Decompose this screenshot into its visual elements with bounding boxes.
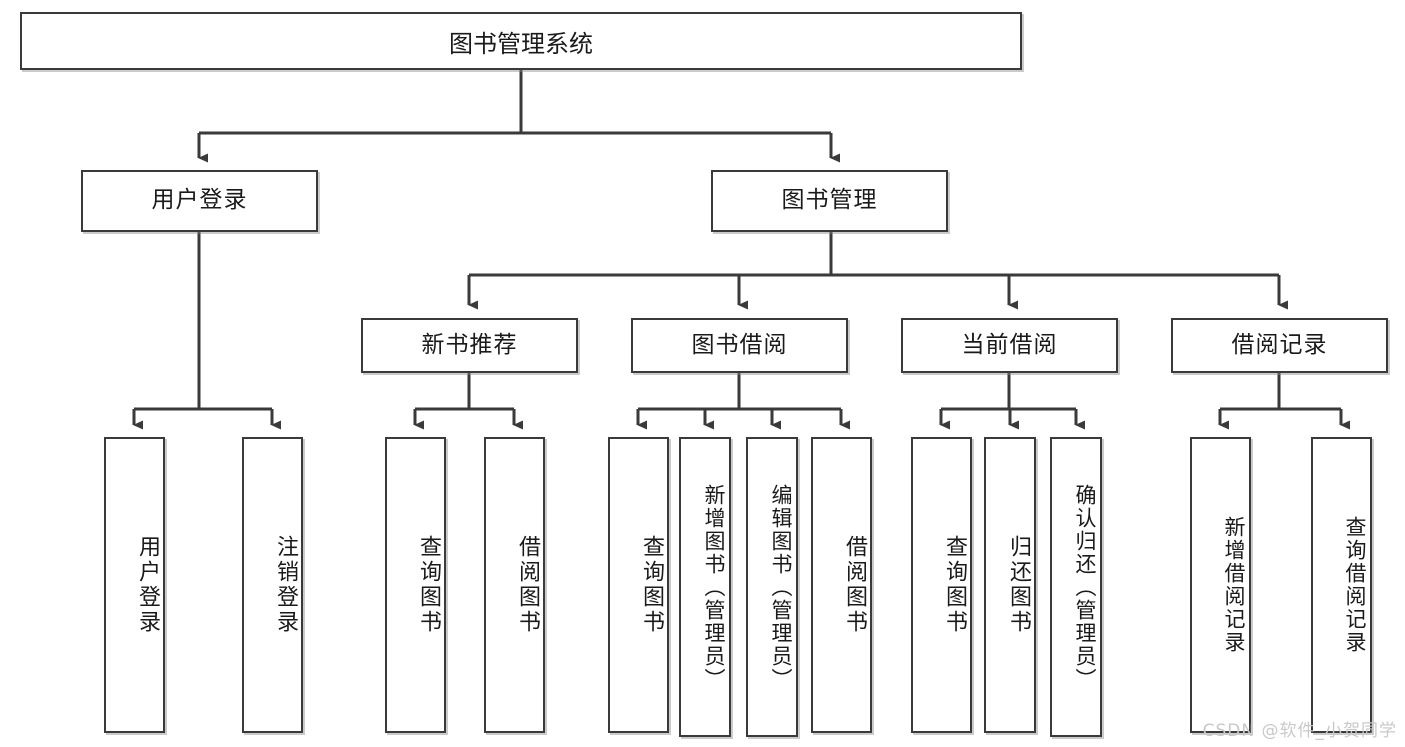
leaf-add-borrow-record[interactable]: 新增借阅记录 [1190,437,1251,733]
leaf-confirm-return-admin-label: 确认归还（管理员） [1073,483,1097,691]
node-book-management[interactable]: 图书管理 [711,170,948,232]
node-current-borrow-label: 当前借阅 [961,331,1058,358]
leaf-query-book-newbook-label: 查询图书 [416,535,441,635]
node-borrow-records[interactable]: 借阅记录 [1171,318,1388,373]
leaf-return-book-label: 归还图书 [1006,535,1031,635]
leaf-add-book-admin-label: 新增图书（管理员） [702,483,726,691]
leaf-logout[interactable]: 注销登录 [242,437,303,733]
node-new-book-recommend[interactable]: 新书推荐 [361,318,578,373]
node-current-borrow[interactable]: 当前借阅 [901,318,1118,373]
node-book-borrow-label: 图书借阅 [691,331,788,358]
leaf-query-book-borrow-label: 查询图书 [639,535,664,635]
leaf-query-book-borrow[interactable]: 查询图书 [608,437,669,733]
node-user-login[interactable]: 用户登录 [81,170,318,232]
leaf-borrow-book-newbook-label: 借阅图书 [515,535,540,635]
leaf-borrow-book-label: 借阅图书 [842,535,867,635]
node-root-label: 图书管理系统 [449,29,593,58]
leaf-return-book[interactable]: 归还图书 [984,437,1036,733]
leaf-confirm-return-admin[interactable]: 确认归还（管理员） [1050,437,1102,737]
node-new-book-recommend-label: 新书推荐 [421,331,518,358]
leaf-add-book-admin[interactable]: 新增图书（管理员） [679,437,731,737]
leaf-user-login-label: 用户登录 [135,535,160,635]
leaf-borrow-book[interactable]: 借阅图书 [811,437,872,733]
leaf-add-borrow-record-label: 新增借阅记录 [1222,516,1246,654]
leaf-query-borrow-record[interactable]: 查询借阅记录 [1311,437,1372,733]
watermark: CSDN @软件_小贺同学 [1202,721,1397,741]
leaf-query-book-current[interactable]: 查询图书 [911,437,972,733]
leaf-query-borrow-record-label: 查询借阅记录 [1343,516,1367,654]
leaf-edit-book-admin-label: 编辑图书（管理员） [769,483,793,691]
node-book-borrow[interactable]: 图书借阅 [631,318,848,373]
leaf-logout-label: 注销登录 [273,535,298,635]
node-borrow-records-label: 借阅记录 [1231,331,1328,358]
node-book-management-label: 图书管理 [781,187,878,214]
node-user-login-label: 用户登录 [151,187,248,214]
leaf-query-book-current-label: 查询图书 [942,535,967,635]
leaf-borrow-book-newbook[interactable]: 借阅图书 [484,437,545,733]
leaf-user-login[interactable]: 用户登录 [104,437,165,733]
node-root[interactable]: 图书管理系统 [20,12,1022,70]
leaf-query-book-newbook[interactable]: 查询图书 [385,437,446,733]
leaf-edit-book-admin[interactable]: 编辑图书（管理员） [746,437,798,737]
